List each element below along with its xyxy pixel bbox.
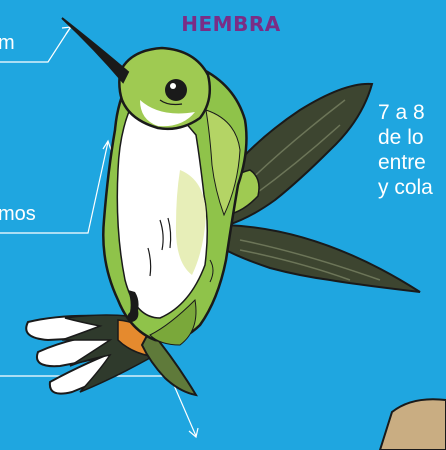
tail-feathers [25, 314, 199, 397]
lower-wing [220, 223, 421, 293]
callout-line-top [0, 27, 71, 63]
info-line: y cola [378, 176, 433, 199]
info-text: 7 a 8 de lo entre y cola [378, 100, 433, 200]
beak [61, 17, 130, 84]
info-line: entre [378, 151, 426, 174]
ground-shape [378, 398, 446, 450]
info-line: de lo [378, 126, 424, 149]
callout-line-middle [0, 141, 109, 234]
callout-label-top: m [0, 32, 15, 54]
info-line: 7 a 8 [378, 101, 425, 124]
title: HEMBRA [181, 12, 281, 36]
eye [165, 79, 187, 101]
callout-label-middle: mos [0, 203, 36, 225]
